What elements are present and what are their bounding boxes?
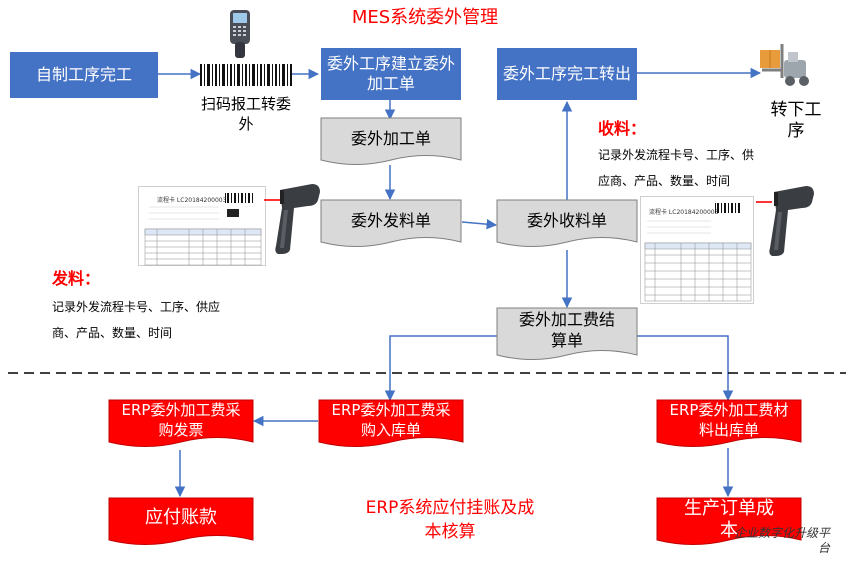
watermark-text: 企业数字化升级平台 <box>733 526 830 555</box>
flow-card-left-title: 流程卡 LC20184200003 <box>157 197 227 204</box>
issue-note-title: 发料： <box>52 269 101 288</box>
barcode-scanner-icon <box>218 8 262 60</box>
doc-shape-settlement <box>496 307 638 360</box>
node-issue-order: 委外发料单 <box>350 210 431 230</box>
node-erp-inbound: ERP委外加工费采购入库单 <box>331 401 451 439</box>
arrow-issue-to-receive <box>461 218 498 230</box>
node-settlement: 委外加工费结算单 <box>518 310 615 350</box>
node-finish-transfer: 委外工序完工转出 <box>497 48 637 100</box>
doc-shape-erp-invoice <box>108 399 254 447</box>
receive-note-title: 收料： <box>598 119 647 138</box>
node-production-cost: 生产订单成本 <box>684 498 774 541</box>
doc-shape-payable <box>108 497 254 545</box>
diagram-title: MES系统委外管理 <box>351 7 499 28</box>
doc-shape-erp-outbound <box>656 399 802 447</box>
arrow-settle-to-outbound <box>637 335 734 402</box>
forklift-icon <box>758 40 814 90</box>
flow-card-left-graphic <box>144 193 262 266</box>
next-process-label: 转下工序 <box>770 100 822 141</box>
barcode-icon <box>200 64 292 86</box>
node-receive-order: 委外收料单 <box>526 210 607 230</box>
flow-card-right-graphic <box>644 203 752 302</box>
node-processing-order: 委外加工单 <box>350 128 431 148</box>
doc-shape-issue-order <box>320 199 462 247</box>
node-payable: 应付账款 <box>145 507 217 528</box>
doc-shape-production-cost <box>656 497 802 545</box>
node-erp-outbound: ERP委外加工费材料出库单 <box>669 401 789 439</box>
flow-card-sheet-left: 流程卡 LC20184200003 <box>138 186 266 266</box>
hand-scanner-icon-right <box>754 180 820 258</box>
arrow-settle-to-inbound <box>384 335 497 402</box>
receive-note-desc: 记录外发流程卡号、工序、供应商、产品、数量、时间 <box>598 148 755 188</box>
node-create-order: 委外工序建立委外加工单 <box>321 48 461 100</box>
erp-center-label: ERP系统应付挂账及成本核算 <box>365 498 535 542</box>
flow-card-sheet-right: 流程卡 LC20184200003 <box>640 196 754 304</box>
doc-shape-erp-inbound <box>318 399 464 447</box>
doc-shape-processing-order <box>320 117 462 165</box>
node-erp-invoice: ERP委外加工费采购发票 <box>121 401 241 439</box>
flow-card-right-title: 流程卡 LC20184200003 <box>649 209 719 216</box>
doc-shape-receive-order <box>496 199 638 247</box>
scan-label: 扫码报工转委外 <box>200 95 291 133</box>
issue-note-desc: 记录外发流程卡号、工序、供应商、产品、数量、时间 <box>52 300 221 340</box>
node-self-made: 自制工序完工 <box>10 52 158 98</box>
hand-scanner-icon-left <box>260 178 326 256</box>
